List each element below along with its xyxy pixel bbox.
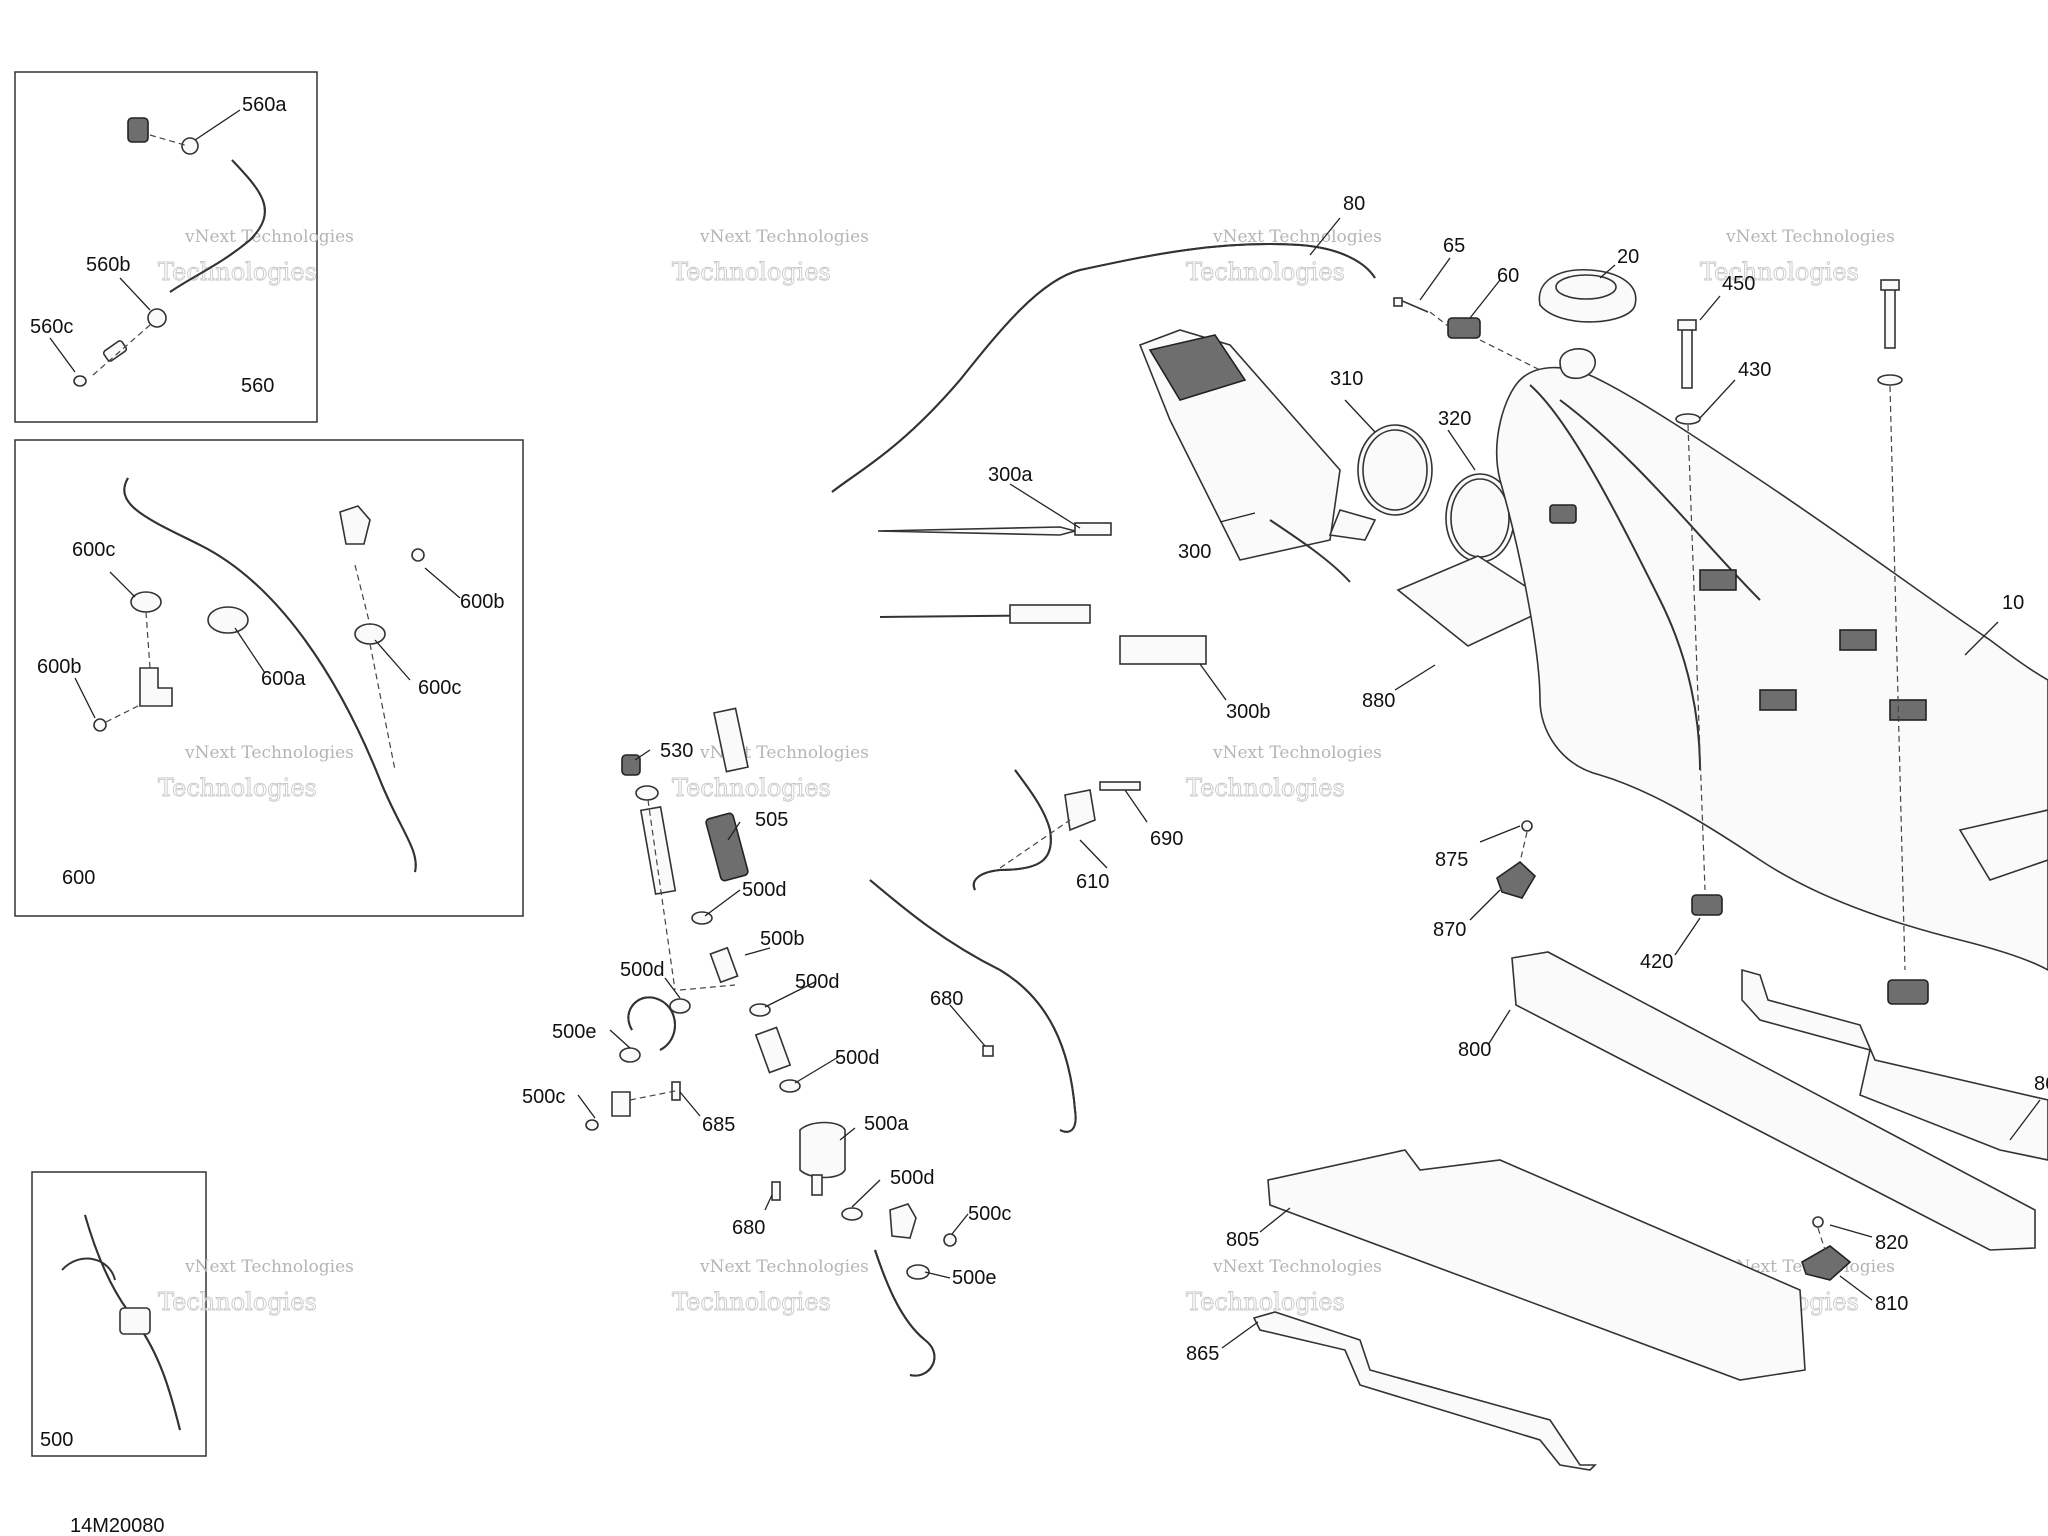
callout-10: 10 <box>2002 592 2024 614</box>
callout-600a: 600a <box>261 668 306 690</box>
callout-20: 20 <box>1617 246 1639 268</box>
callout-560b: 560b <box>86 254 131 276</box>
fuel-filter-assembly <box>585 707 957 1377</box>
inset-600-parts <box>93 477 425 873</box>
callout-420: 420 <box>1640 951 1673 973</box>
svg-text:Technologies: Technologies <box>158 774 317 802</box>
inset-label-600: 600 <box>62 867 95 889</box>
svg-text:Technologies: Technologies <box>672 1288 831 1316</box>
callout-500a: 500a <box>864 1113 909 1135</box>
callout-600c-2: 600c <box>418 677 461 699</box>
svg-text:Technologies: Technologies <box>158 258 317 286</box>
callout-600b-2: 600b <box>460 591 505 613</box>
callout-310: 310 <box>1330 368 1363 390</box>
inset-box-600 <box>14 439 524 917</box>
tank-mounting-hardware <box>1675 279 1929 1005</box>
callout-500d-5: 500d <box>890 1167 935 1189</box>
callout-500d-3: 500d <box>620 959 665 981</box>
callout-500b: 500b <box>760 928 805 950</box>
svg-text:vNext Technologies: vNext Technologies <box>184 743 354 763</box>
callout-505: 505 <box>755 809 788 831</box>
callout-500e-1: 500e <box>552 1021 597 1043</box>
callout-820: 820 <box>1875 1232 1908 1254</box>
callout-430: 430 <box>1738 359 1771 381</box>
heat-shield-805 <box>1267 1149 1806 1381</box>
svg-text:Technologies: Technologies <box>1700 258 1859 286</box>
leader-lines <box>49 109 2041 1349</box>
callout-685: 685 <box>702 1114 735 1136</box>
callout-600c-1: 600c <box>72 539 115 561</box>
ring-320-inner <box>1450 478 1510 558</box>
callout-880: 880 <box>1362 690 1395 712</box>
callout-500c-1: 500c <box>522 1086 565 1108</box>
cap-and-valve <box>1393 269 1637 381</box>
callout-300: 300 <box>1178 541 1211 563</box>
inset-label-560: 560 <box>241 375 274 397</box>
bracket-810 <box>1801 1216 1852 1281</box>
callout-560c: 560c <box>30 316 73 338</box>
callout-680-2: 680 <box>930 988 963 1010</box>
svg-text:vNext Technologies: vNext Technologies <box>1212 1257 1382 1277</box>
inset-label-500: 500 <box>40 1429 73 1451</box>
drawing-number: 14M20080 <box>70 1515 165 1536</box>
callout-86-partial: 86 <box>2034 1073 2048 1095</box>
fuel-pump-assembly <box>1138 329 1377 583</box>
callout-320: 320 <box>1438 408 1471 430</box>
callout-500d-1: 500d <box>742 879 787 901</box>
callout-450: 450 <box>1722 273 1755 295</box>
inset-box-500 <box>31 1171 207 1457</box>
callout-60: 60 <box>1497 265 1519 287</box>
callout-560a: 560a <box>242 94 287 116</box>
ring-310-inner <box>1362 429 1428 511</box>
callout-870: 870 <box>1433 919 1466 941</box>
svg-text:vNext Technologies: vNext Technologies <box>1212 227 1382 247</box>
callout-805: 805 <box>1226 1229 1259 1251</box>
callout-810: 810 <box>1875 1293 1908 1315</box>
svg-text:vNext Technologies: vNext Technologies <box>699 227 869 247</box>
svg-text:vNext Technologies: vNext Technologies <box>184 227 354 247</box>
svg-text:Technologies: Technologies <box>1186 258 1345 286</box>
svg-text:vNext Technologies: vNext Technologies <box>699 1257 869 1277</box>
svg-text:Technologies: Technologies <box>158 1288 317 1316</box>
callout-680-1: 680 <box>732 1217 765 1239</box>
callout-500c-2: 500c <box>968 1203 1011 1225</box>
callout-500e-2: 500e <box>952 1267 997 1289</box>
callout-530: 530 <box>660 740 693 762</box>
inset-560-parts <box>73 117 266 387</box>
callout-labels: 560a 560b 560c 560 600c 600b 600b 600a 6… <box>30 94 2048 1536</box>
heat-shield-865 <box>1252 1311 1597 1471</box>
heat-shield-86x <box>1741 968 2048 1161</box>
callout-500d-2: 500d <box>795 971 840 993</box>
callout-600b-1: 600b <box>37 656 82 678</box>
heat-shield-800 <box>1511 951 2036 1251</box>
bracket-870 <box>1496 820 1537 899</box>
svg-text:Technologies: Technologies <box>672 258 831 286</box>
inset-box-560 <box>14 71 318 423</box>
callout-610: 610 <box>1076 871 1109 893</box>
svg-text:vNext Technologies: vNext Technologies <box>1212 743 1382 763</box>
svg-text:Technologies: Technologies <box>672 774 831 802</box>
inset-500-parts <box>61 1214 181 1431</box>
callout-300a: 300a <box>988 464 1033 486</box>
callout-800: 800 <box>1458 1039 1491 1061</box>
fuel-tank <box>1496 348 2048 971</box>
callout-80: 80 <box>1343 193 1365 215</box>
svg-text:Technologies: Technologies <box>1186 1288 1345 1316</box>
callout-300b: 300b <box>1226 701 1271 723</box>
hose-610 <box>869 769 1141 1133</box>
callout-690: 690 <box>1150 828 1183 850</box>
svg-text:vNext Technologies: vNext Technologies <box>1725 227 1895 247</box>
callout-500d-4: 500d <box>835 1047 880 1069</box>
svg-text:vNext Technologies: vNext Technologies <box>184 1257 354 1277</box>
callout-865: 865 <box>1186 1343 1219 1365</box>
svg-text:Technologies: Technologies <box>1186 774 1345 802</box>
callout-875: 875 <box>1435 849 1468 871</box>
callout-65: 65 <box>1443 235 1465 257</box>
fuel-line-parts <box>831 243 1376 665</box>
